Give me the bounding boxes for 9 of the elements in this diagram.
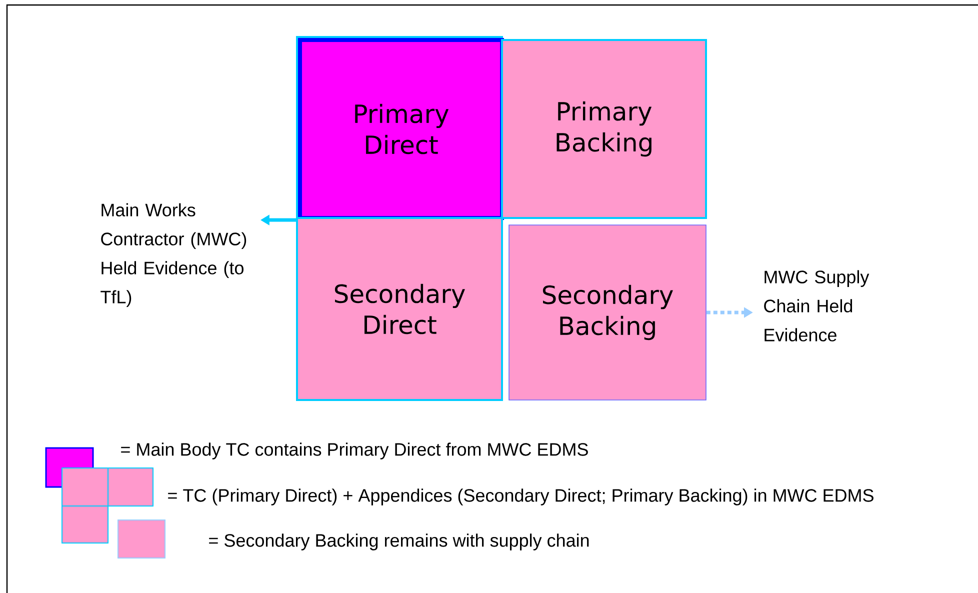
quadrant-box: Primary Backing [501,39,707,219]
legend-text: = Secondary Backing remains with supply chain [209,534,589,550]
annotation-text: MWC Supply Chain Held Evidence [764,270,870,342]
annotation-text: Main Works Contractor (MWC) Held Evidence (to TfL) [100,203,246,307]
legend-text: = TC (Primary Direct) + Appendices (Secondary Direct; Primary Backing) in MWC EDMS [168,488,874,506]
quadrant-box: Secondary Backing [508,224,706,400]
quadrant-box: Secondary Direct [296,217,503,401]
legend-text: = Main Body TC contains Primary Direct from MWC EDMS [121,442,588,460]
highlighted-box: Primary Direct [296,36,504,220]
